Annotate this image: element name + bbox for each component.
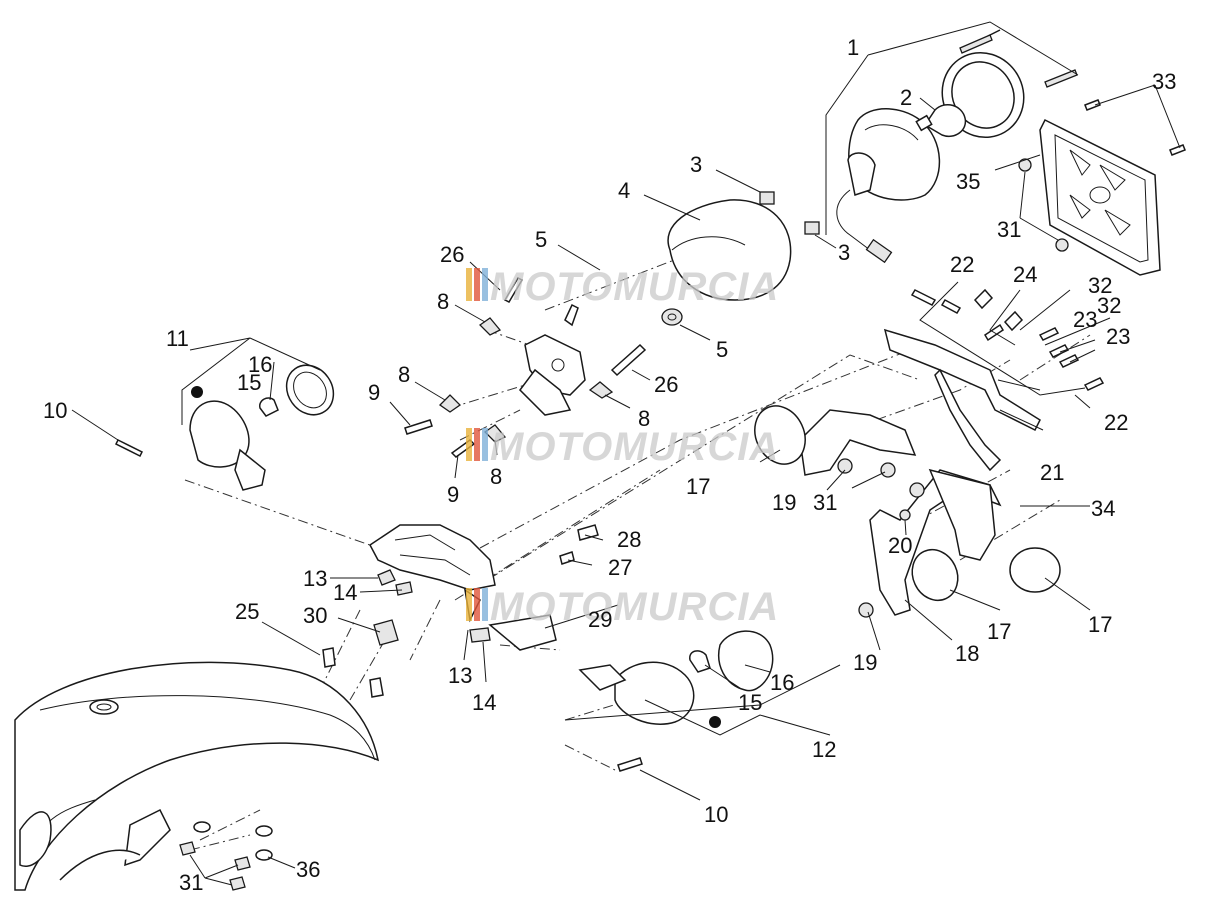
callout-17: 17 <box>987 619 1011 644</box>
callout-19: 19 <box>853 650 877 675</box>
license-plate-frame <box>1018 99 1186 276</box>
assembly-lines <box>184 249 1091 851</box>
callout-11: 11 <box>166 326 189 351</box>
callout-31: 31 <box>813 490 837 515</box>
watermark-bottom: MOTOMURCIA <box>466 585 779 629</box>
callout-5: 5 <box>716 337 728 362</box>
callout-33: 33 <box>1152 69 1176 94</box>
part-2-bulb <box>915 103 967 137</box>
callout-14: 14 <box>472 690 496 715</box>
callout-16: 16 <box>770 670 794 695</box>
callout-1: 1 <box>847 35 859 60</box>
rear-fender <box>14 661 380 891</box>
callout-8: 8 <box>638 406 650 431</box>
callout-4: 4 <box>618 178 630 203</box>
callout-18: 18 <box>955 641 979 666</box>
callout-8: 8 <box>490 464 502 489</box>
callout-28: 28 <box>617 527 641 552</box>
callout-32: 32 <box>1088 273 1112 298</box>
watermark-top: MOTOMURCIA <box>466 265 779 309</box>
callout-labels: 1 2 3 3 4 5 5 26 26 8 8 8 8 9 9 10 10 11… <box>43 35 1176 895</box>
callout-34: 34 <box>1091 496 1115 521</box>
callout-36: 36 <box>296 857 320 882</box>
callout-22: 22 <box>1104 410 1128 435</box>
callout-17: 17 <box>686 474 710 499</box>
callout-9: 9 <box>368 380 380 405</box>
callout-3: 3 <box>838 240 850 265</box>
callout-23: 23 <box>1106 324 1130 349</box>
part-11-left-indicator <box>114 364 335 491</box>
callout-13: 13 <box>448 663 472 688</box>
callout-35: 35 <box>956 169 980 194</box>
callout-13: 13 <box>303 566 327 591</box>
callout-26: 26 <box>654 372 678 397</box>
callout-5: 5 <box>535 227 547 252</box>
callout-19: 19 <box>772 490 796 515</box>
callout-15: 15 <box>738 690 762 715</box>
callout-3: 3 <box>690 152 702 177</box>
callout-31: 31 <box>997 217 1021 242</box>
watermark-middle: MOTOMURCIA <box>466 425 779 469</box>
callout-22: 22 <box>950 252 974 277</box>
callout-32: 32 <box>1097 293 1121 318</box>
callout-9: 9 <box>447 482 459 507</box>
part-34-reflector-brackets <box>754 405 1061 618</box>
callout-29: 29 <box>588 607 612 632</box>
watermark-text: MOTOMURCIA <box>490 425 779 469</box>
watermark-text: MOTOMURCIA <box>490 585 779 629</box>
callout-27: 27 <box>608 555 632 580</box>
leader-lines <box>71 21 1181 886</box>
part-4-tail-lens <box>667 191 820 301</box>
callout-21: 21 <box>1040 460 1064 485</box>
callout-8: 8 <box>437 289 449 314</box>
callout-2: 2 <box>900 85 912 110</box>
callout-25: 25 <box>235 599 259 624</box>
callout-23: 23 <box>1073 307 1097 332</box>
callout-10: 10 <box>704 802 728 827</box>
callout-14: 14 <box>333 580 357 605</box>
callout-26: 26 <box>440 242 464 267</box>
callout-12: 12 <box>812 737 836 762</box>
callout-8: 8 <box>398 362 410 387</box>
part-21-plate-bracket <box>883 288 1105 472</box>
callout-17: 17 <box>1088 612 1112 637</box>
callout-16: 16 <box>248 352 272 377</box>
watermark-text: MOTOMURCIA <box>490 265 779 309</box>
part-12-right-indicator <box>578 630 774 772</box>
callout-31: 31 <box>179 870 203 895</box>
callout-30: 30 <box>303 603 327 628</box>
callout-20: 20 <box>888 533 912 558</box>
callout-15: 15 <box>237 370 261 395</box>
callout-24: 24 <box>1013 262 1037 287</box>
callout-10: 10 <box>43 398 67 423</box>
part-5-grommet <box>564 303 683 327</box>
